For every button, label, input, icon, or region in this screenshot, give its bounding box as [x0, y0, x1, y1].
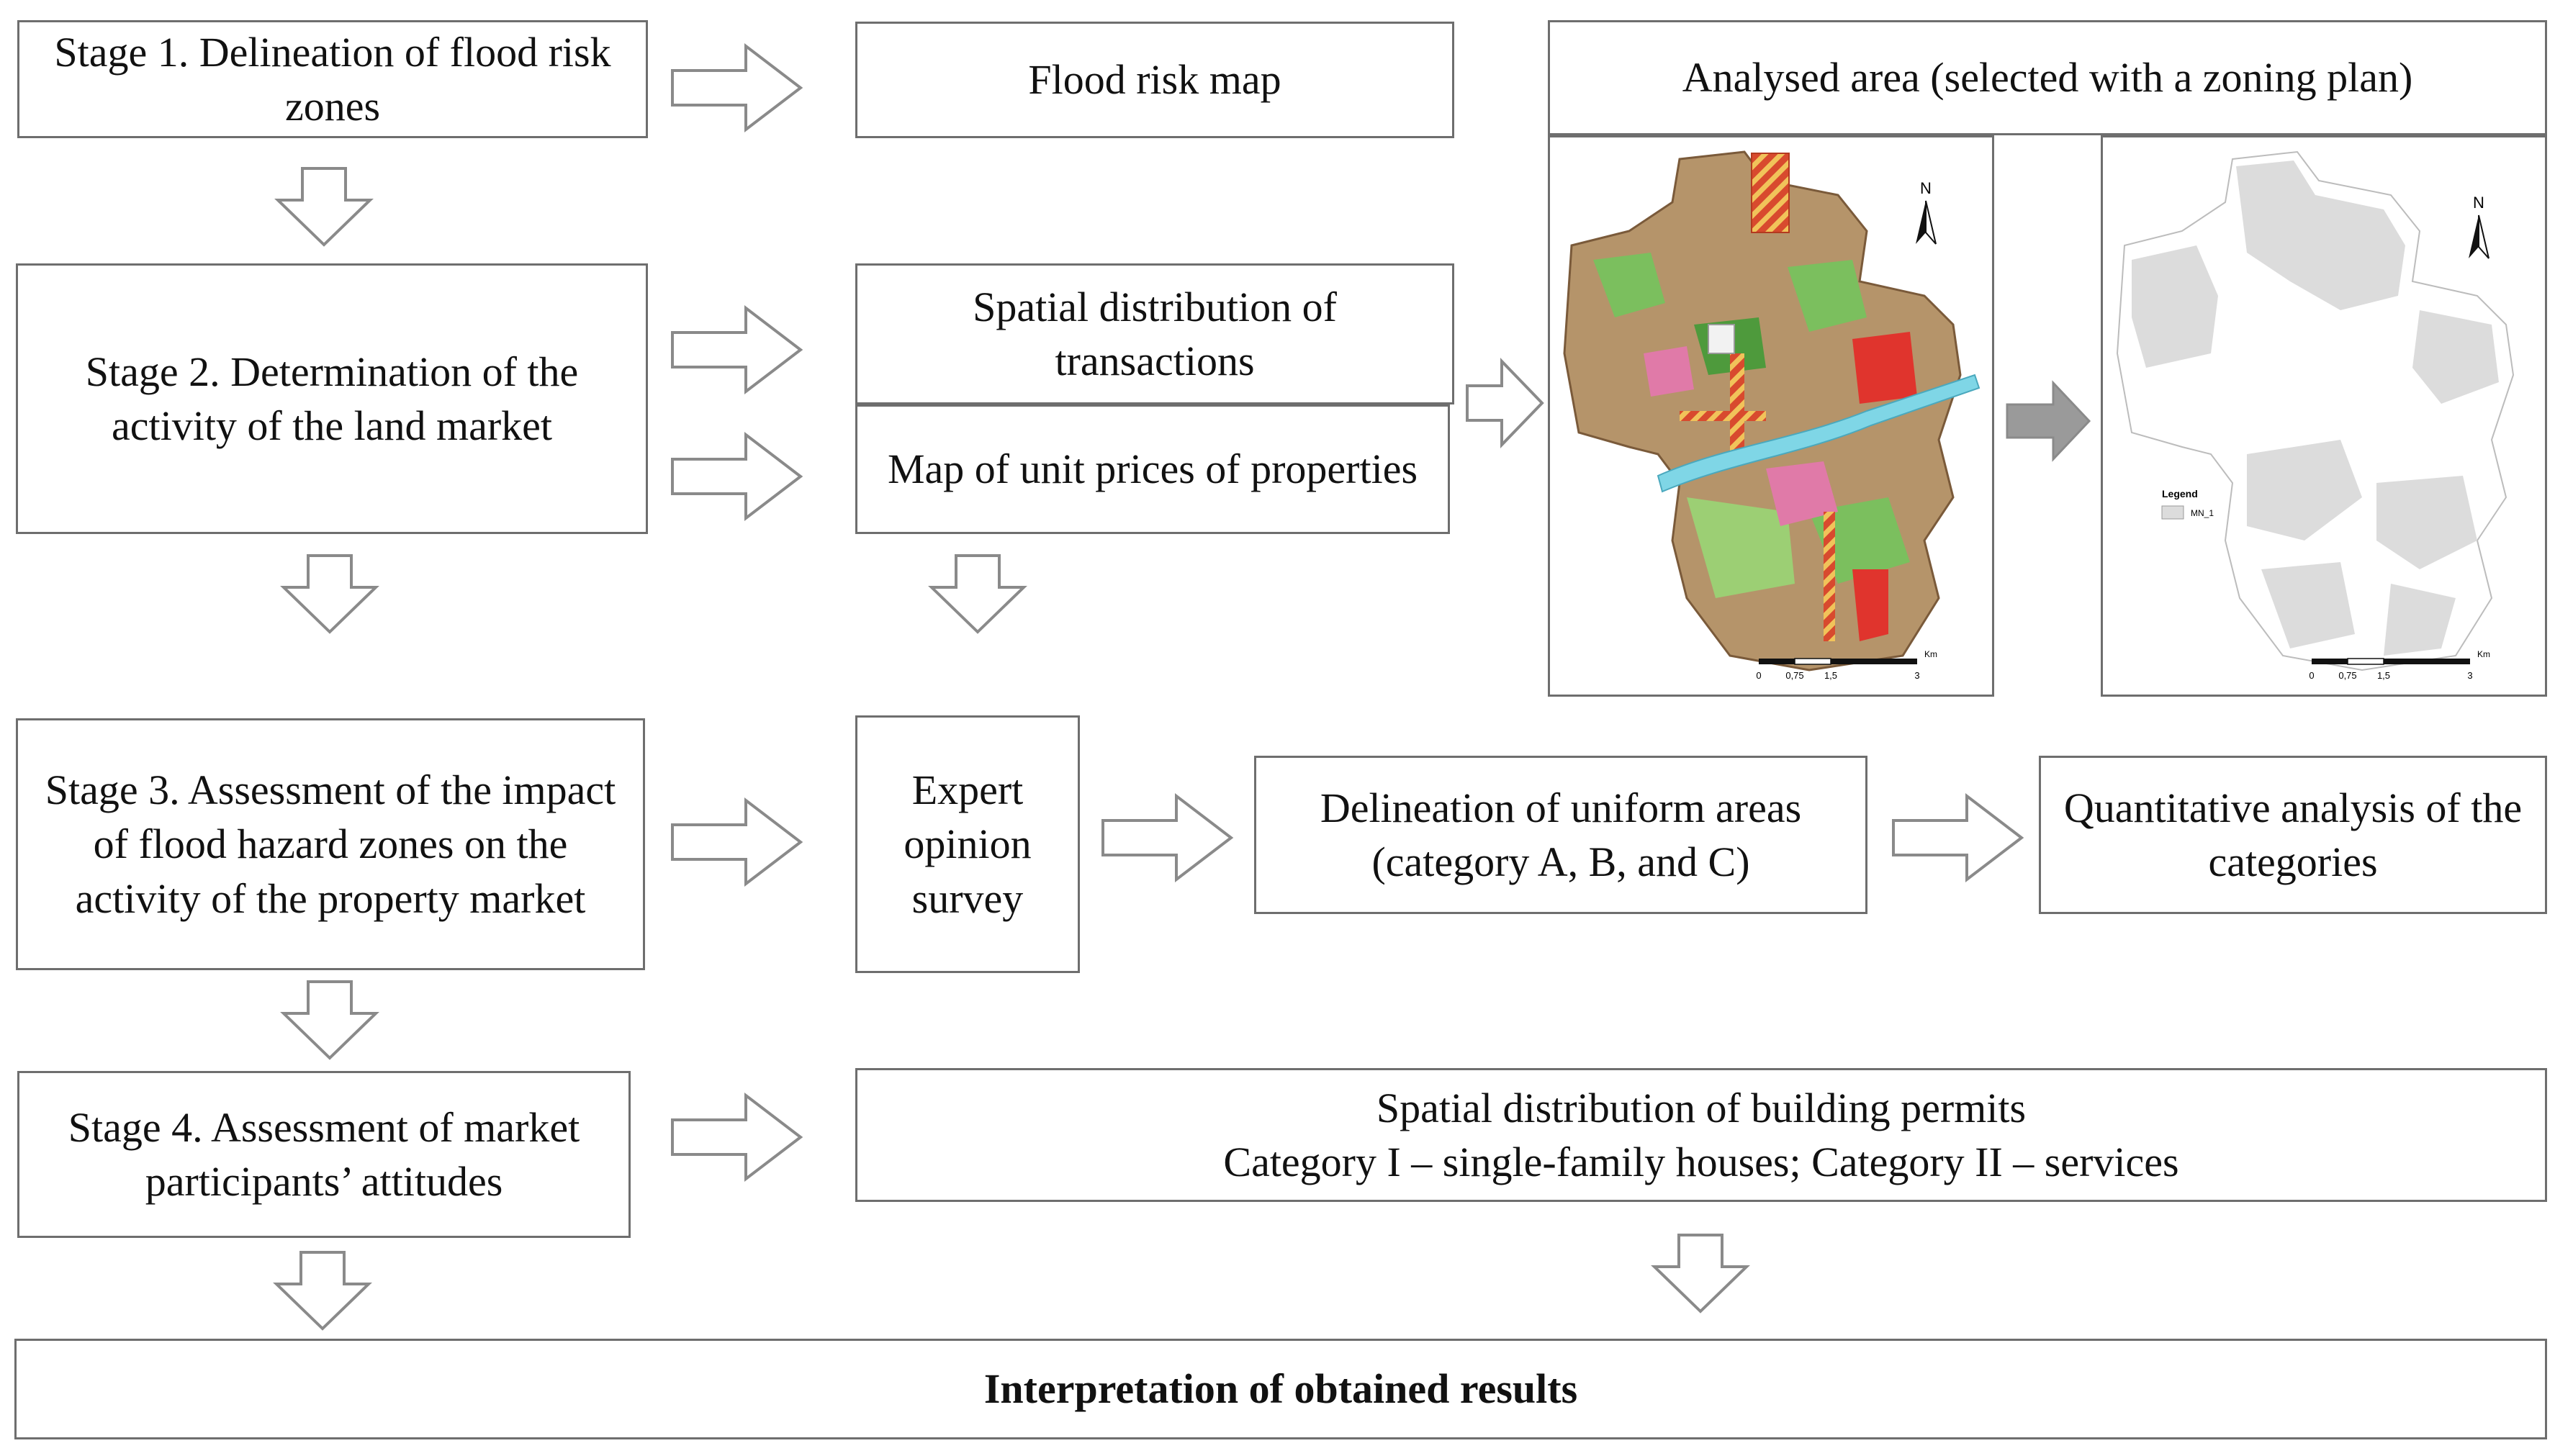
arrow-stage1-to-stage2	[274, 167, 374, 247]
spatial-transactions-box: Spatial distribution of transactions	[855, 263, 1454, 404]
building-permits-line-1: Spatial distribution of building permits	[1376, 1084, 2027, 1131]
final-results-box: Interpretation of obtained results	[14, 1339, 2547, 1439]
analysed-scale-label-3: 3	[2467, 670, 2472, 681]
analysed-scale-unit: Km	[2477, 649, 2490, 659]
arrow-permits-to-final	[1651, 1234, 1750, 1313]
analysed-area-title-box: Analysed area (selected with a zoning pl…	[1548, 20, 2547, 135]
expert-survey-label: Expert opinion survey	[904, 766, 1032, 922]
arrow-transactions-to-analysed-area	[1466, 358, 1544, 448]
zoning-scale-label-0: 0	[1756, 670, 1761, 681]
zoning-scale-unit: Km	[1924, 649, 1937, 659]
analysed-area-map-graphic: N Legend MN_1 0 0,75 1,5 3 Km	[2116, 150, 2515, 681]
arrow-stage4-to-permits	[671, 1092, 803, 1183]
expert-survey-box: Expert opinion survey	[855, 715, 1080, 973]
final-results-label: Interpretation of obtained results	[983, 1365, 1578, 1413]
analysed-area-title: Analysed area (selected with a zoning pl…	[1682, 54, 2413, 101]
flood-risk-map-label: Flood risk map	[1028, 56, 1281, 104]
zoning-map-north-label: N	[1920, 179, 1932, 197]
stage-1-box: Stage 1. Delineation of flood risk zones	[17, 20, 648, 138]
quantitative-analysis-box: Quantitative analysis of the categories	[2039, 756, 2547, 914]
arrow-uniform-to-quantitative	[1892, 792, 2024, 883]
building-permits-box: Spatial distribution of building permits…	[855, 1068, 2547, 1202]
legend-title: Legend	[2162, 488, 2198, 499]
stage-3-box: Stage 3. Assessment of the impact of flo…	[16, 718, 645, 970]
unit-prices-map-box: Map of unit prices of properties	[855, 404, 1450, 534]
arrow-stage4-to-final	[273, 1251, 372, 1331]
arrow-stage2-to-transactions	[671, 304, 803, 395]
zoning-scale-label-1: 0,75	[1785, 670, 1803, 681]
legend-item: MN_1	[2191, 508, 2214, 518]
analysed-scale-label-1: 0,75	[2338, 670, 2356, 681]
uniform-areas-box: Delineation of uniform areas (category A…	[1254, 756, 1867, 914]
arrow-stage2-to-unit-prices	[671, 431, 803, 522]
analysed-area-map: N Legend MN_1 0 0,75 1,5 3 Km	[2101, 135, 2547, 697]
stage-1-label: Stage 1. Delineation of flood risk zones	[54, 28, 611, 130]
building-permits-line-2: Category I – single-family houses; Categ…	[1223, 1139, 2179, 1185]
zoning-scale-label-3: 3	[1914, 670, 1919, 681]
uniform-areas-label: Delineation of uniform areas (category A…	[1320, 784, 1802, 885]
analysed-scale-label-2: 1,5	[2377, 670, 2390, 681]
stage-2-box: Stage 2. Determination of the activity o…	[16, 263, 648, 534]
flood-risk-map-box: Flood risk map	[855, 22, 1454, 138]
arrow-unit-prices-down	[928, 554, 1027, 634]
arrow-stage2-to-stage3	[280, 554, 379, 634]
zoning-plan-map: N 0 0,75 1,5 3 Km	[1548, 135, 1994, 697]
stage-3-label: Stage 3. Assessment of the impact of flo…	[45, 766, 616, 922]
analysed-map-north-label: N	[2473, 194, 2484, 212]
quantitative-analysis-label: Quantitative analysis of the categories	[2063, 784, 2523, 885]
arrow-stage3-to-expert-survey	[671, 797, 803, 887]
stage-2-label: Stage 2. Determination of the activity o…	[85, 348, 579, 449]
unit-prices-map-label: Map of unit prices of properties	[887, 446, 1418, 493]
spatial-transactions-label: Spatial distribution of transactions	[973, 283, 1337, 384]
zoning-scale-label-2: 1,5	[1824, 670, 1837, 681]
zoning-plan-map-graphic: N 0 0,75 1,5 3 Km	[1563, 150, 1981, 681]
analysed-scale-label-0: 0	[2309, 670, 2314, 681]
arrow-stage3-to-stage4	[280, 980, 379, 1060]
arrow-zoning-to-analysed-map	[2006, 380, 2091, 462]
stage-4-label: Stage 4. Assessment of market participan…	[68, 1103, 580, 1205]
arrow-survey-to-uniform-areas	[1101, 792, 1234, 883]
arrow-stage1-to-flood-map	[671, 42, 803, 133]
stage-4-box: Stage 4. Assessment of market participan…	[17, 1071, 631, 1238]
